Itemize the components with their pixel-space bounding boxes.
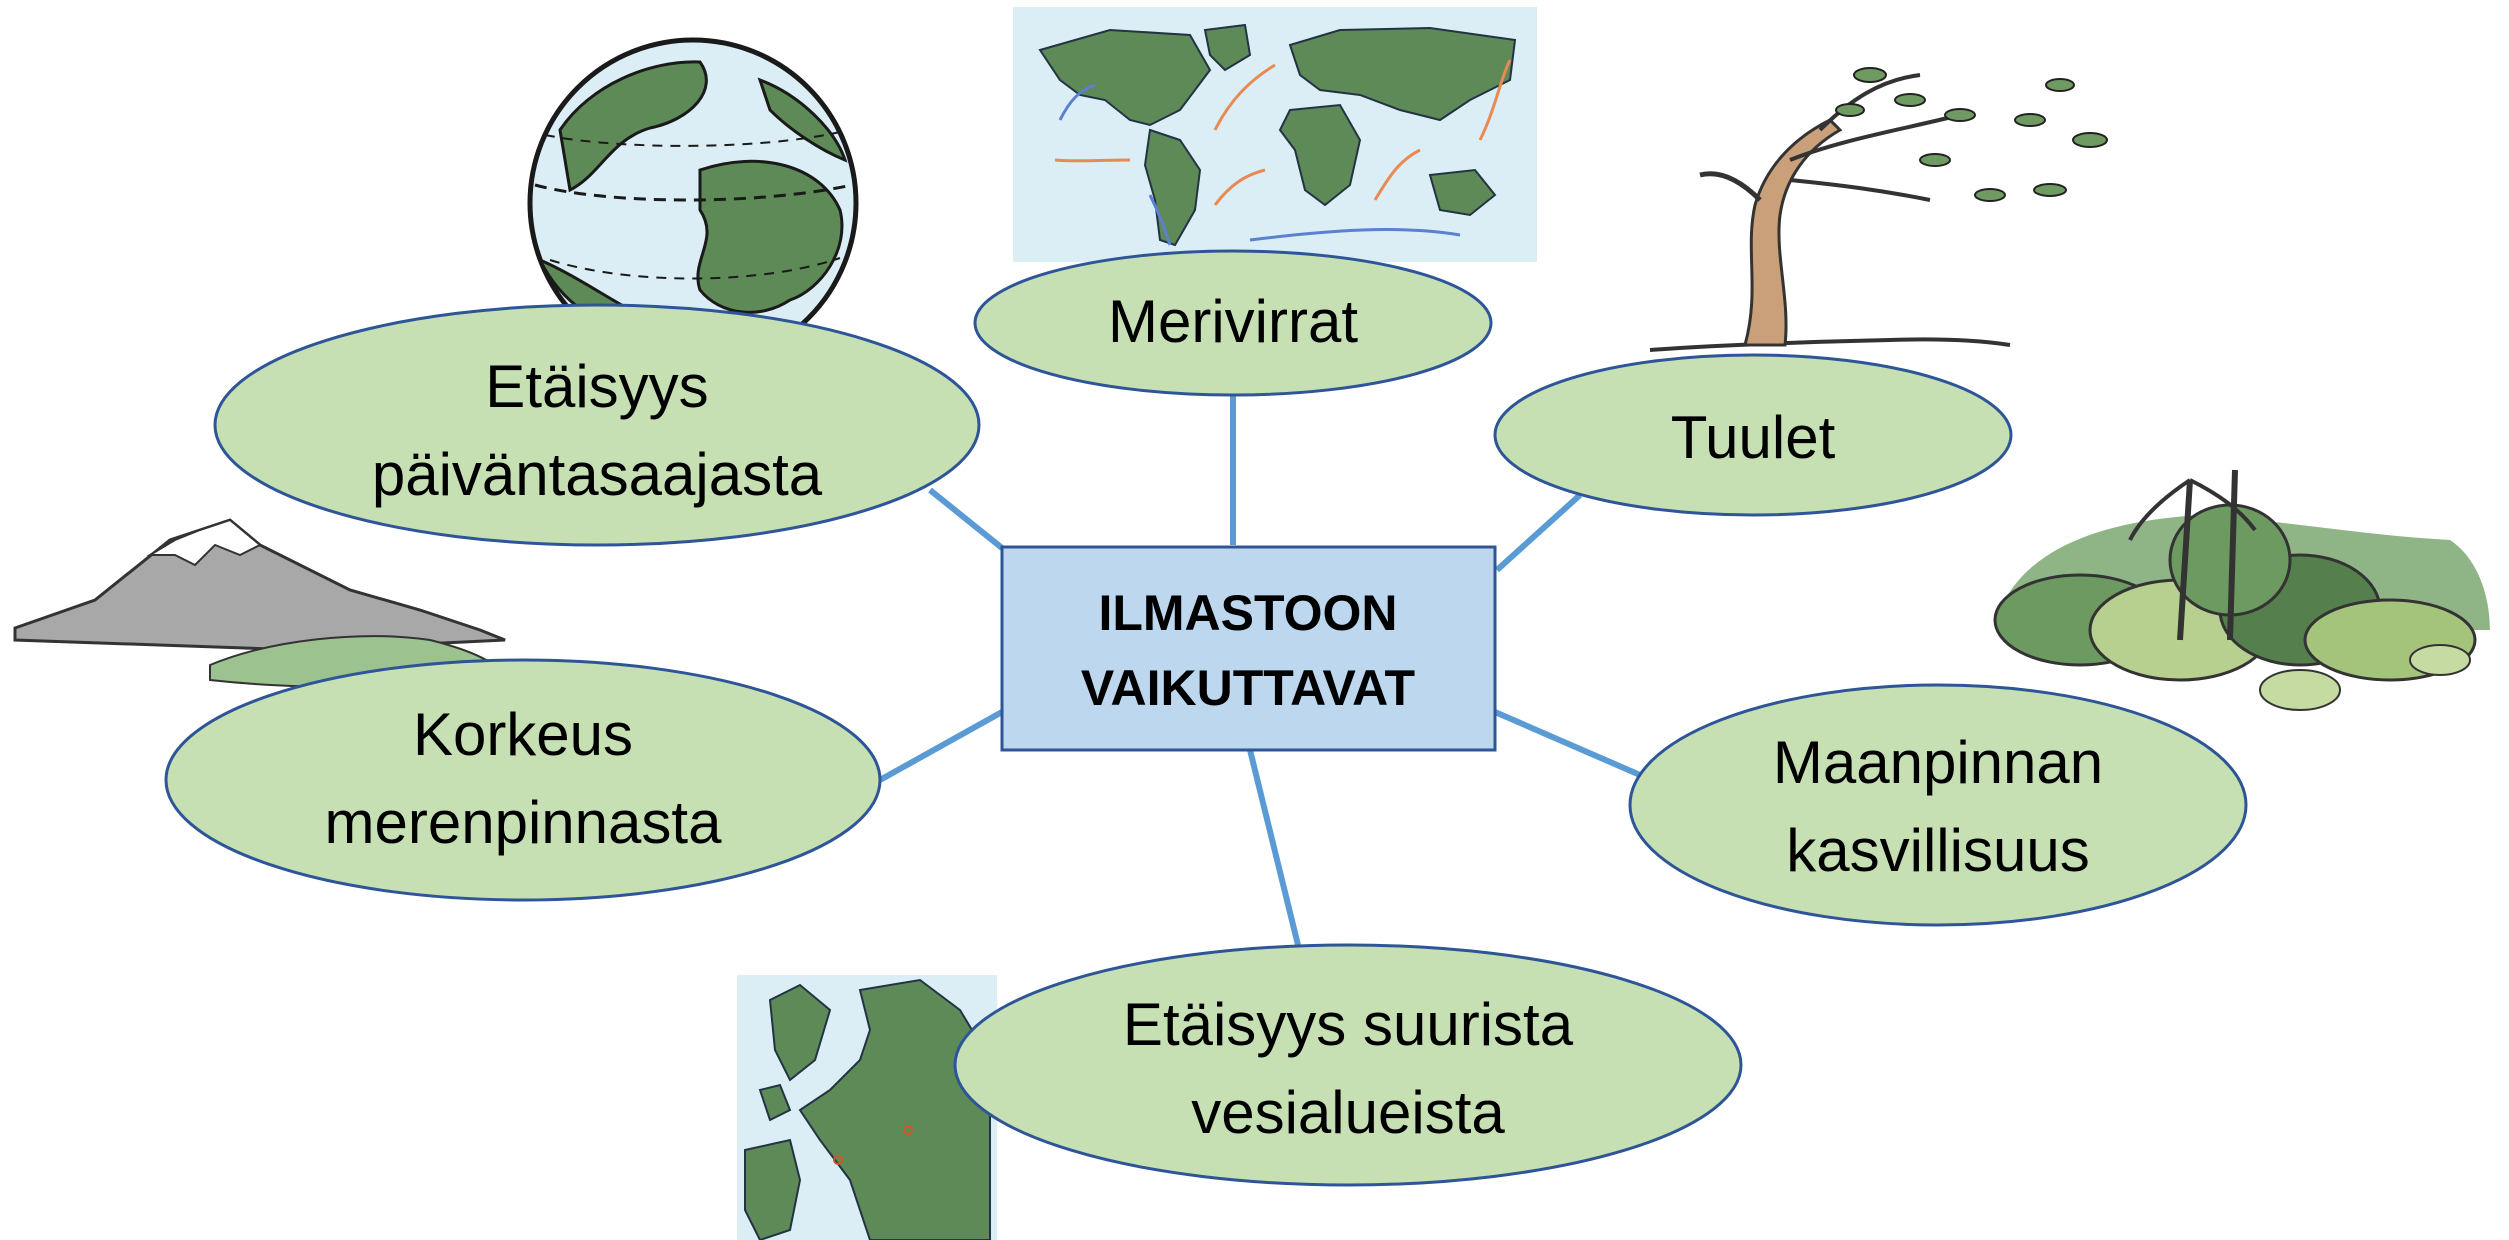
node-etaisyys-paivantasaajasta-line2: päiväntasaajasta	[372, 441, 823, 508]
world-ocean-currents-map-icon	[1013, 7, 1537, 262]
connectors	[878, 395, 1642, 946]
node-etaisyys-paivantasaajasta-line1: Etäisyys	[485, 353, 708, 420]
connector-vesialueet	[1247, 749, 1301, 946]
node-vesialueet-line1: Etäisyys suurista	[1123, 991, 1574, 1058]
center-title-line1: ILMASTOON	[1098, 585, 1397, 641]
node-maanpinnan-line2: kasvillisuus	[1786, 817, 2089, 884]
node-etaisyys-paivantasaajasta: Etäisyys päiväntasaajasta	[213, 303, 981, 547]
node-korkeus: Korkeus merenpinnasta	[164, 658, 882, 902]
node-maanpinnan-line1: Maanpinnan	[1773, 729, 2103, 796]
center-title-line2: VAIKUTTAVAT	[1081, 660, 1415, 716]
node-korkeus-line2: merenpinnasta	[325, 789, 723, 856]
center-box: ILMASTOON VAIKUTTAVAT	[1000, 545, 1497, 752]
node-merivirrat-label: Merivirrat	[1108, 288, 1358, 355]
wind-blown-tree-icon	[1649, 67, 2108, 352]
connector-tuulet	[1494, 492, 1583, 573]
mountain-icon	[13, 518, 506, 688]
node-vesialueet: Etäisyys suurista vesialueista	[953, 943, 1743, 1187]
connector-korkeus	[878, 709, 1004, 783]
connector-maanpinnan	[1493, 709, 1642, 778]
node-vesialueet-line2: vesialueista	[1191, 1079, 1505, 1146]
europe-map-icon	[737, 975, 997, 1240]
node-maanpinnan: Maanpinnan kasvillisuus	[1628, 683, 2248, 927]
globe-icon	[527, 37, 859, 369]
node-merivirrat: Merivirrat	[973, 249, 1493, 397]
vegetation-icon	[1993, 469, 2490, 711]
connector-etaisyys-paivantasaajasta	[928, 487, 1004, 551]
node-tuulet: Tuulet	[1493, 353, 2013, 517]
node-tuulet-label: Tuulet	[1671, 404, 1836, 471]
node-korkeus-line1: Korkeus	[413, 701, 633, 768]
